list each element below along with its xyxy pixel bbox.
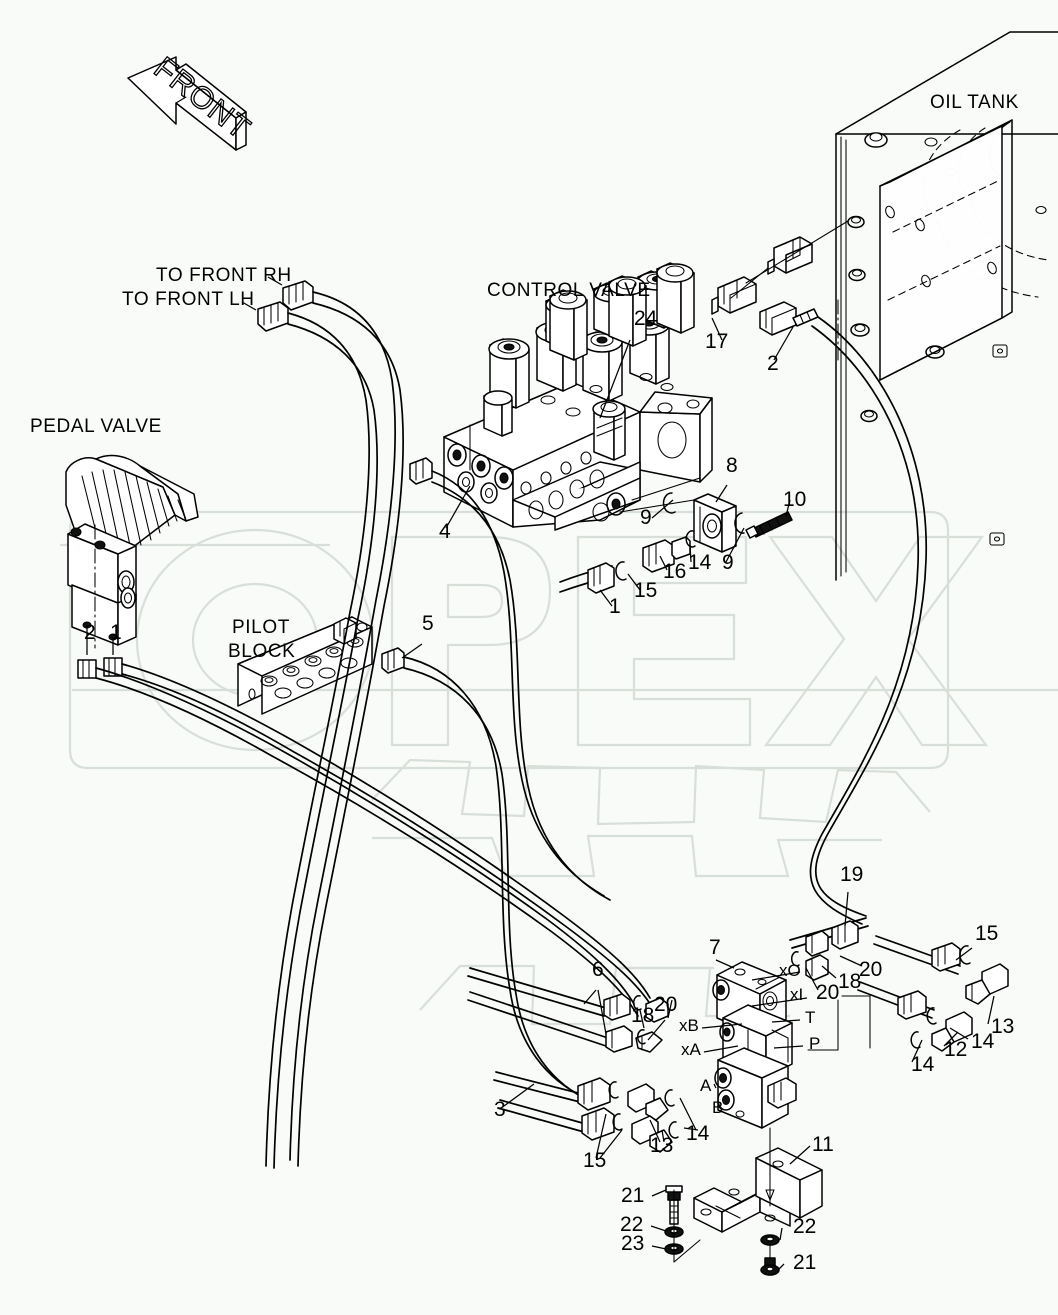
callout-15b: 15 — [975, 922, 998, 945]
mounting-bracket-assembly — [650, 1127, 823, 1276]
callout-4: 4 — [439, 520, 451, 543]
hose-1-and-adapter-block — [559, 477, 793, 607]
label-pilot-block-line1: PILOT — [232, 617, 290, 638]
callout-1: 1 — [609, 595, 621, 618]
callout-22a: 22 — [620, 1213, 643, 1236]
callout-23: 23 — [621, 1232, 644, 1255]
leader-to-front-rh — [267, 276, 283, 286]
hose-4 — [409, 457, 611, 901]
callout-14a: 14 — [688, 551, 712, 574]
callout-5: 5 — [422, 612, 434, 635]
port-label-a: A — [700, 1076, 712, 1095]
control-valve-assembly — [443, 262, 713, 531]
leader-24 — [599, 339, 631, 419]
port-label-xa: xA — [681, 1040, 702, 1059]
callout-24: 24 — [634, 307, 658, 330]
callout-13b: 13 — [650, 1134, 673, 1157]
callout-15c: 15 — [583, 1149, 606, 1172]
callout-8: 8 — [726, 454, 738, 477]
callout-1b: 1 — [110, 621, 122, 644]
callout-20c: 20 — [654, 993, 677, 1016]
label-to-front-lh: TO FRONT LH — [122, 289, 255, 310]
callout-13a: 13 — [991, 1015, 1014, 1038]
leader-to-front-lh — [241, 301, 257, 311]
port-label-t: T — [805, 1008, 815, 1027]
callout-10: 10 — [783, 488, 806, 511]
oil-tank-assembly — [835, 31, 1058, 581]
callout-2a: 2 — [767, 352, 779, 375]
leader-5 — [401, 643, 423, 659]
callout-7: 7 — [709, 936, 721, 959]
callout-20a: 20 — [859, 958, 882, 981]
pedal-hoses — [95, 663, 655, 1017]
hose-bundle-front — [257, 280, 404, 1169]
label-pedal-valve: PEDAL VALVE — [30, 416, 162, 437]
callout-9b: 9 — [722, 551, 734, 574]
label-oil-tank: OIL TANK — [930, 92, 1019, 113]
text-layer: OIL TANK CONTROL VALVE PEDAL VALVE TO FR… — [30, 92, 1019, 1274]
hose-2-route — [809, 316, 928, 925]
port-label-p: P — [809, 1034, 820, 1053]
callout-14d: 14 — [686, 1122, 710, 1145]
callout-14b: 14 — [971, 1030, 995, 1053]
solenoid-valve-block — [701, 959, 808, 1129]
callout-12: 12 — [944, 1038, 967, 1061]
left-lower-hose-group — [467, 967, 699, 1159]
callout-3: 3 — [494, 1098, 506, 1121]
callout-15a: 15 — [634, 579, 657, 602]
port-label-b: B — [712, 1098, 723, 1117]
callout-22b: 22 — [793, 1215, 816, 1238]
callout-16: 16 — [663, 560, 686, 583]
callout-9a: 9 — [640, 506, 652, 529]
label-to-front-rh: TO FRONT RH — [156, 265, 292, 286]
pedal-valve-assembly — [65, 454, 199, 679]
callout-18b: 18 — [631, 1004, 654, 1027]
callout-20b: 20 — [816, 981, 839, 1004]
hose-5 — [403, 656, 593, 1103]
callout-17: 17 — [705, 330, 728, 353]
port-label-xb: xB — [679, 1016, 699, 1035]
callout-18a: 18 — [838, 970, 861, 993]
callout-21b: 21 — [793, 1251, 816, 1274]
callout-19: 19 — [840, 863, 863, 886]
right-hose-group — [789, 891, 1009, 1063]
callout-14c: 14 — [911, 1053, 935, 1076]
callout-2b: 2 — [84, 621, 96, 644]
callout-11: 11 — [812, 1133, 834, 1156]
callout-21a: 21 — [621, 1184, 644, 1207]
label-pilot-block-line2: BLOCK — [228, 641, 295, 662]
pilot-block-assembly — [237, 616, 405, 715]
port-label-xo: xO — [779, 961, 801, 980]
label-control-valve: CONTROL VALVE — [487, 280, 651, 301]
callout-6: 6 — [592, 958, 604, 981]
port-label-xi: xI — [790, 985, 803, 1004]
tank-fittings — [711, 220, 849, 361]
